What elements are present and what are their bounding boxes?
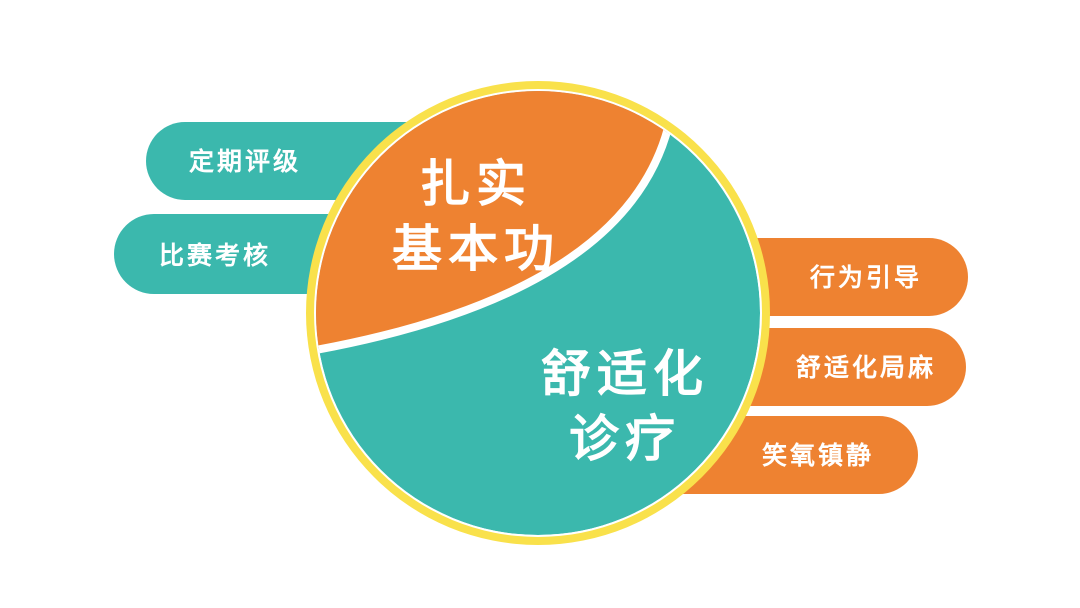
right-pill-2-label: 舒适化局麻	[796, 353, 936, 382]
bottom-section-title-line2: 诊疗	[569, 410, 681, 468]
right-pill-1-label: 行为引导	[809, 263, 922, 292]
top-section-title-line2: 基本功	[392, 220, 560, 278]
top-section-title-line1: 扎实	[420, 155, 532, 213]
left-pill-1-label: 定期评级	[189, 147, 301, 176]
right-pill-3-label: 笑氧镇静	[762, 441, 874, 470]
section-divider	[316, 109, 676, 354]
left-pill-2-label: 比赛考核	[159, 241, 271, 270]
bottom-section-title-line1: 舒适化	[541, 345, 709, 403]
